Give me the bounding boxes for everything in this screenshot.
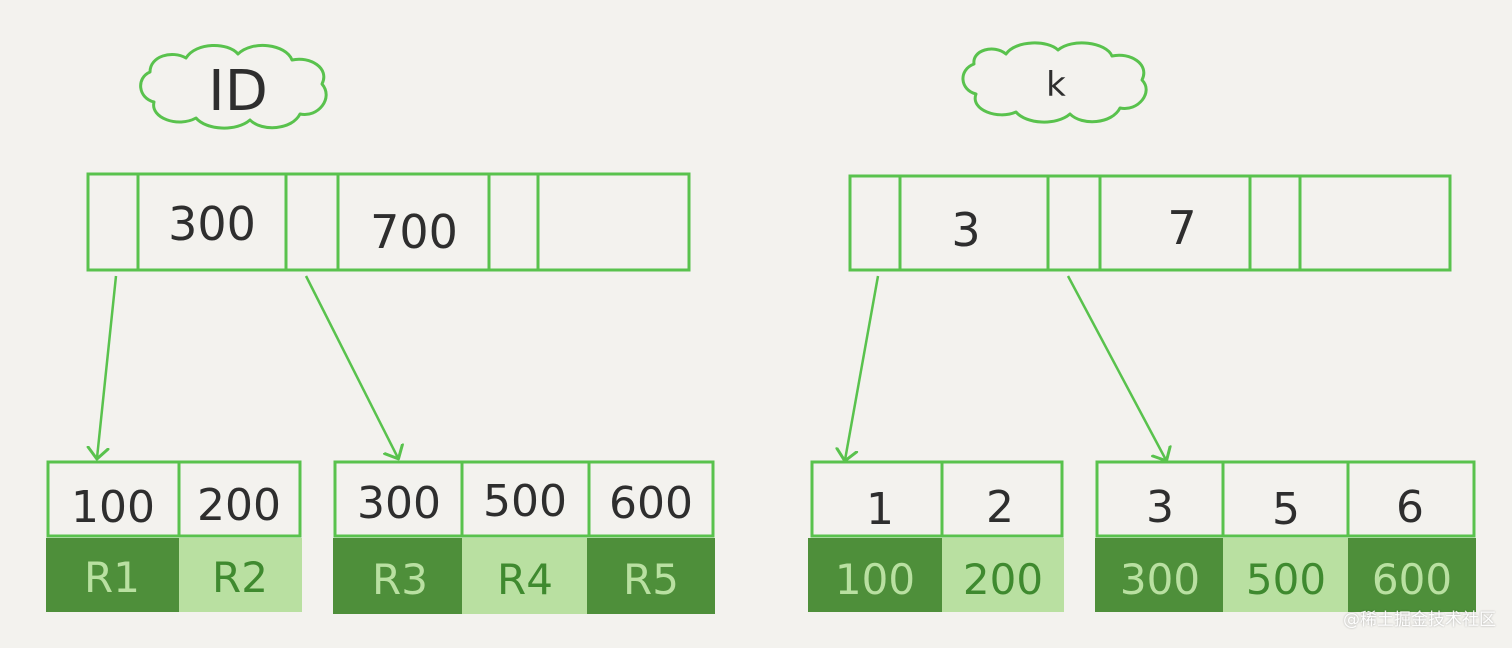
leaf-key: 2	[986, 482, 1014, 533]
row-value: R1	[84, 553, 140, 602]
root-node-k: 3 7	[848, 174, 1452, 272]
leaf-node: 1 2 100 200	[808, 460, 1064, 612]
row-cell-light	[942, 538, 1064, 612]
pointer-arrow	[304, 275, 398, 458]
tree-label-k: k	[1046, 65, 1066, 105]
leaf-key: 200	[197, 480, 281, 531]
row-value: 200	[963, 555, 1043, 604]
cloud-icon	[961, 41, 1148, 124]
leaf-node: 300 500 600 R3 R4 R5	[333, 460, 715, 614]
pointer-arrow	[1066, 275, 1166, 460]
row-cell-light	[1223, 538, 1348, 612]
row-cell-dark	[46, 538, 179, 612]
row-cell-dark	[333, 538, 462, 614]
row-value: R4	[497, 555, 553, 604]
root-key: 3	[951, 203, 980, 257]
row-cell-light	[462, 538, 587, 614]
row-value: 100	[835, 555, 915, 604]
row-value: 500	[1246, 555, 1326, 604]
row-value: R3	[372, 555, 428, 604]
leaf-key: 600	[609, 478, 693, 529]
cloud-icon	[139, 43, 328, 130]
pointer-arrow	[845, 275, 880, 460]
pointer-arrow	[97, 275, 118, 458]
leaf-node: 100 200 R1 R2	[46, 460, 302, 612]
leaf-node: 3 5 6 300 500 600	[1095, 460, 1476, 612]
row-cell-dark	[1348, 538, 1476, 612]
tree-label-id: ID	[208, 59, 268, 124]
root-key: 7	[1167, 201, 1196, 255]
row-value: 300	[1120, 555, 1200, 604]
root-node-id: 300 700	[86, 172, 691, 272]
leaf-key: 5	[1272, 484, 1300, 535]
row-cell-light	[179, 538, 302, 612]
root-key: 300	[168, 197, 256, 251]
tree-id: ID 300 700 100 200	[46, 43, 715, 614]
row-cell-dark	[1095, 538, 1223, 612]
row-value: 600	[1372, 555, 1452, 604]
tree-k: k 3 7 1 2 1	[808, 41, 1476, 612]
leaf-key: 3	[1146, 482, 1174, 533]
leaf-key: 1	[866, 484, 894, 535]
leaf-key: 500	[483, 476, 567, 527]
watermark-text: @稀土掘金技术社区	[1343, 610, 1496, 630]
row-cell-dark	[808, 538, 942, 612]
leaf-key: 100	[71, 482, 155, 533]
row-cell-dark	[587, 538, 715, 614]
root-key: 700	[370, 205, 458, 259]
row-value: R2	[212, 553, 268, 602]
leaf-key: 6	[1396, 482, 1424, 533]
row-value: R5	[623, 555, 679, 604]
leaf-key: 300	[357, 478, 441, 529]
